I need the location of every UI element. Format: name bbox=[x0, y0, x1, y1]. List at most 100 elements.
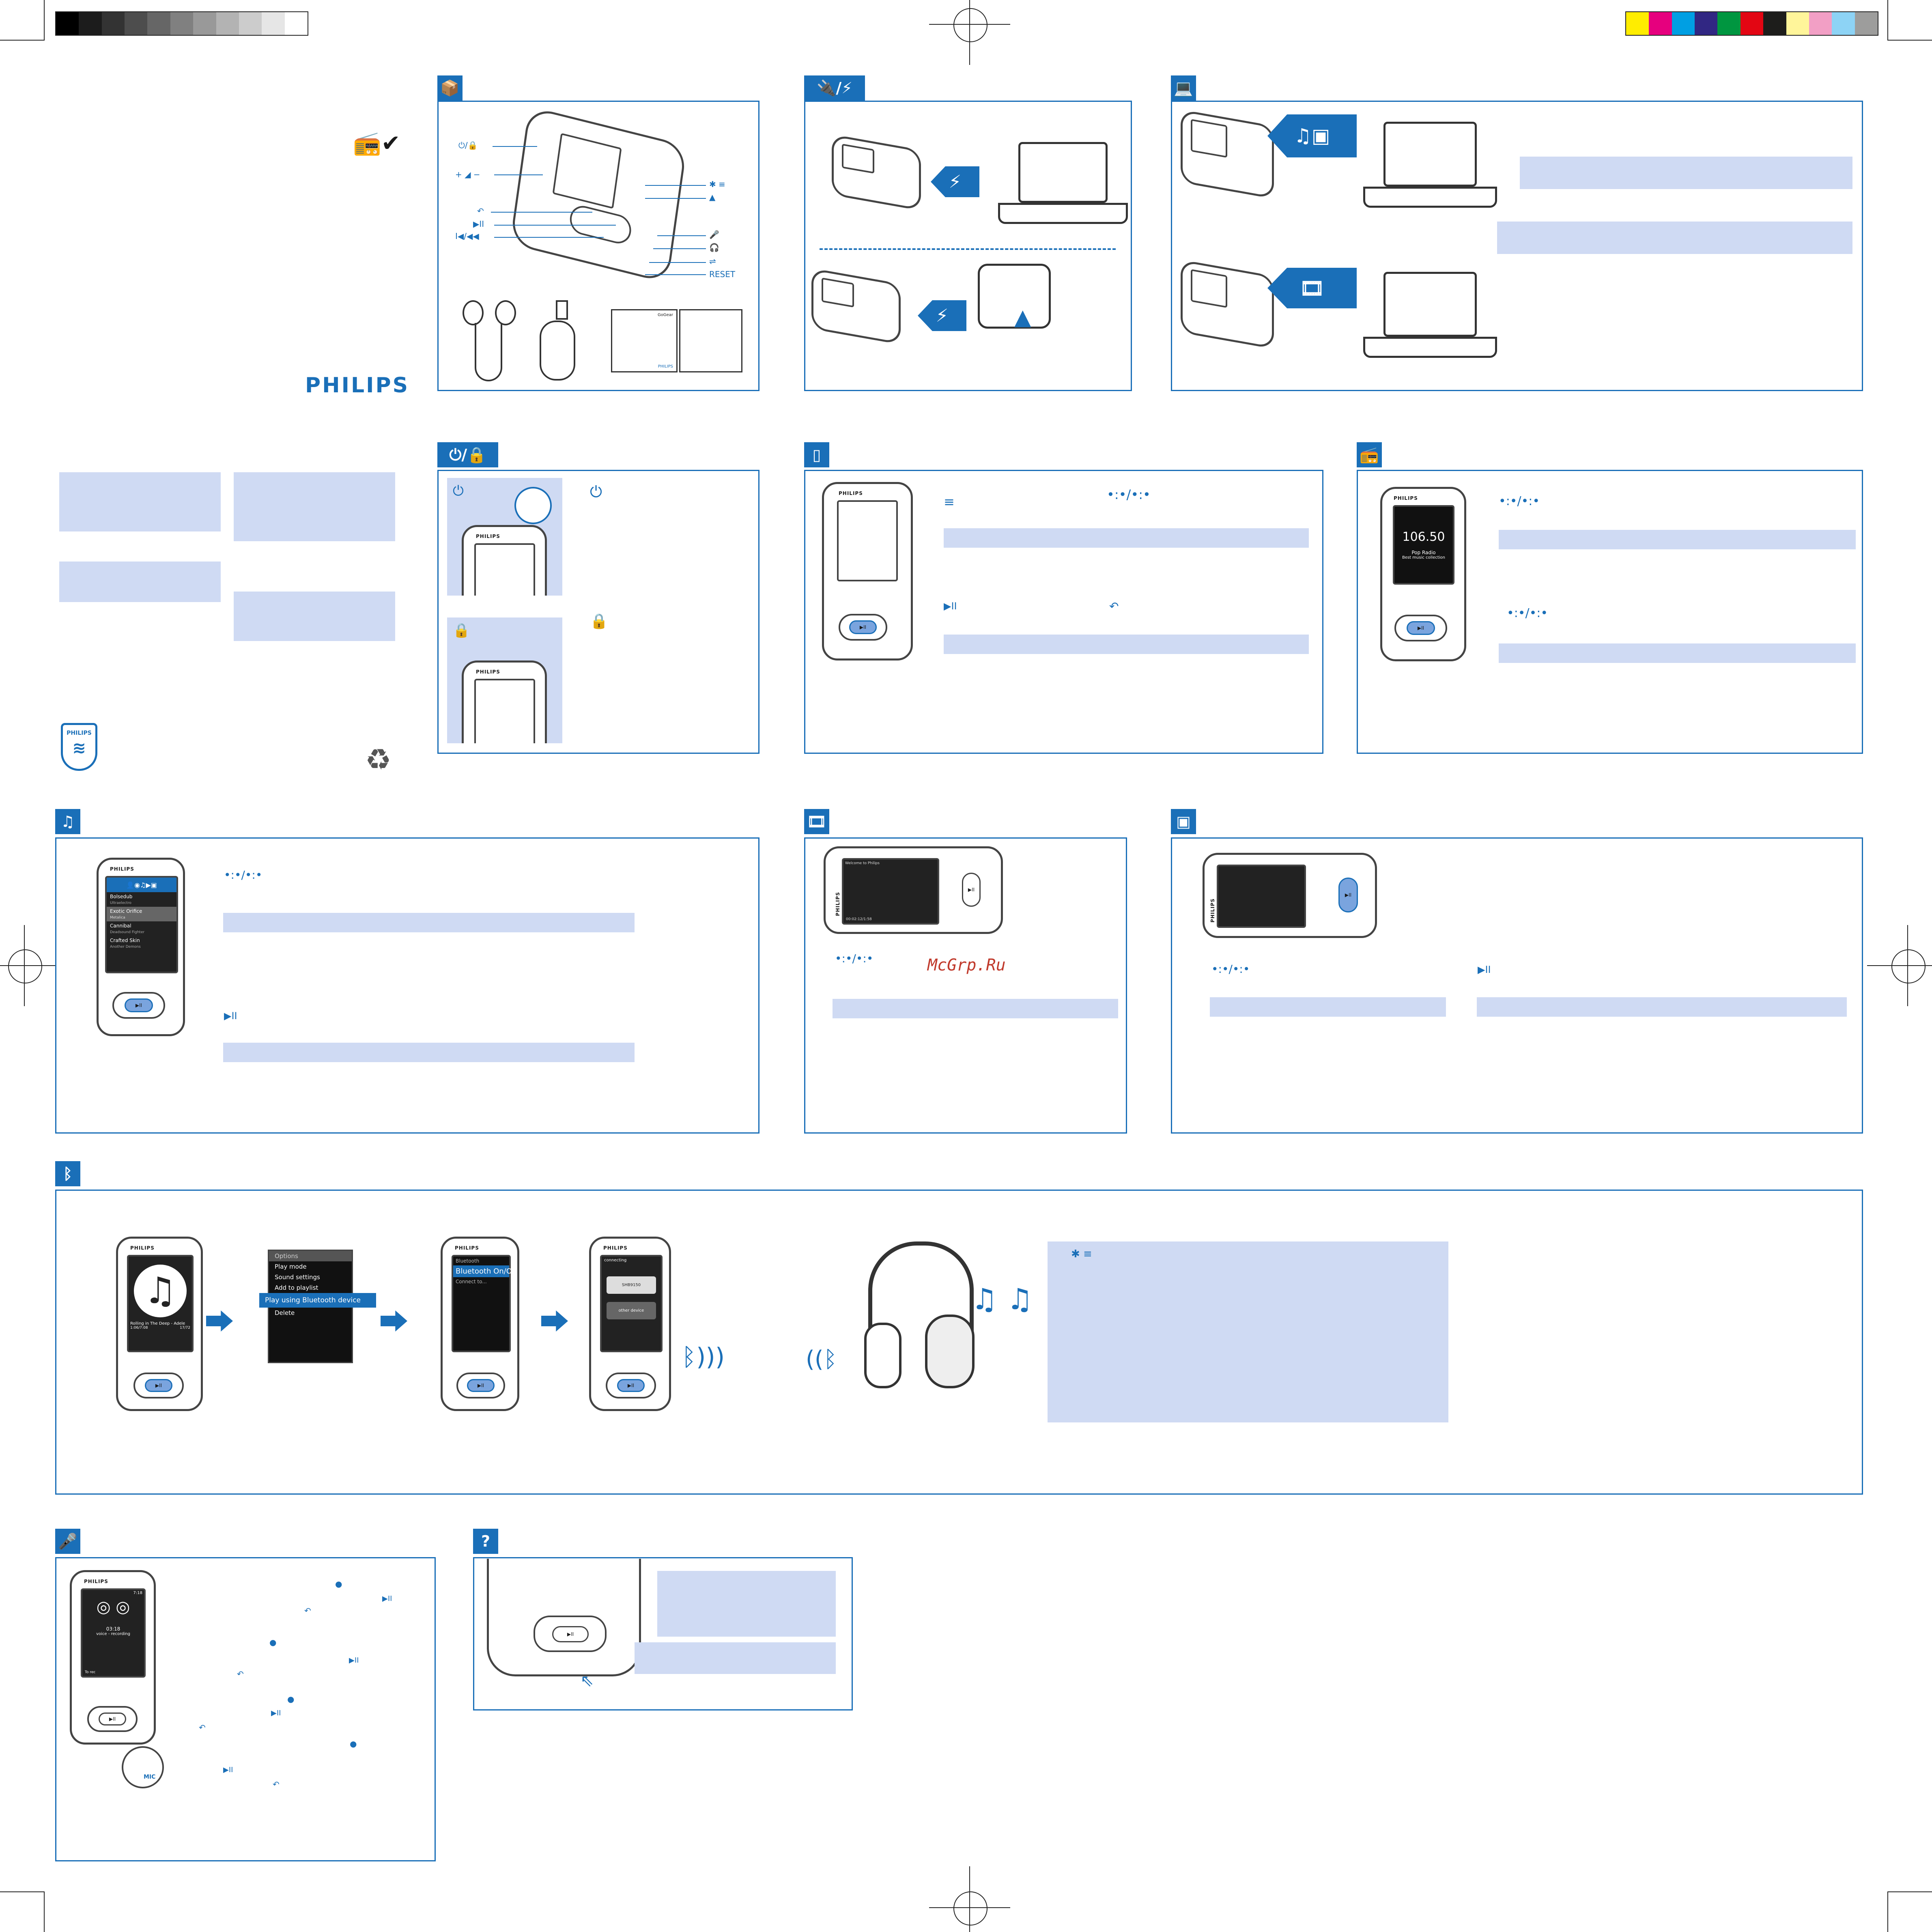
registration-mark-right bbox=[1891, 949, 1926, 983]
options-menu-screen: Options Play mode Sound settings Add to … bbox=[259, 1250, 376, 1363]
recording-player: PHILIPS 7:18 ◎ ◎ 03:18 voice - recording… bbox=[70, 1570, 156, 1745]
radio-desc: Best music collection bbox=[1402, 555, 1446, 560]
device-tab-icon: ▯ bbox=[804, 442, 829, 467]
rec-label: voice - recording bbox=[96, 1632, 130, 1636]
lock-illustration: 🔒 PHILIPS bbox=[447, 617, 562, 743]
crop-mark bbox=[0, 40, 45, 41]
cover-bar-3 bbox=[59, 562, 221, 602]
usb-cable-icon bbox=[536, 300, 584, 381]
radio-bar-1 bbox=[1499, 530, 1856, 549]
pin-icon: ⇖ bbox=[580, 1672, 594, 1690]
rec-play-4: ▶II bbox=[223, 1766, 233, 1774]
prev-label: I◀/◀◀ bbox=[455, 231, 479, 241]
options-item-delete[interactable]: Delete bbox=[275, 1309, 295, 1317]
pictures-arrows-icon: •:•/•:• bbox=[1211, 962, 1250, 976]
reg-line bbox=[0, 965, 65, 966]
volume-label: + ◢ − bbox=[455, 170, 480, 179]
help-tab-icon: ? bbox=[473, 1529, 498, 1554]
music-playpause-icon: ▶II bbox=[224, 1010, 237, 1022]
leader-line bbox=[494, 237, 604, 238]
leader-line bbox=[494, 225, 616, 226]
registration-mark-top bbox=[953, 8, 988, 42]
qsg-brand: PHILIPS bbox=[658, 364, 673, 369]
nav-player-brand: PHILIPS bbox=[839, 491, 863, 496]
options-item-playlist[interactable]: Add to playlist bbox=[275, 1284, 318, 1291]
pictures-tab-icon: ▣ bbox=[1171, 809, 1196, 834]
cover-bar-2 bbox=[234, 472, 395, 541]
rec-icon-4: ● bbox=[350, 1739, 357, 1749]
nav-bar-2 bbox=[944, 635, 1309, 654]
video-player: Welcome to Philips 00:02:12/1:58 PHILIPS… bbox=[824, 846, 1003, 934]
laptop-base-3 bbox=[1363, 337, 1497, 358]
leader-line bbox=[491, 212, 592, 213]
qsg-label: GoGear bbox=[657, 313, 673, 317]
leader-line bbox=[649, 262, 706, 263]
color-bar bbox=[1625, 11, 1878, 36]
up-label: ▲ bbox=[709, 192, 716, 202]
headphone-label: 🎧 bbox=[709, 243, 719, 252]
music-arrows-icon: •:•/•:• bbox=[224, 868, 262, 882]
radio-arrows-icon-2: •:•/•:• bbox=[1507, 606, 1548, 620]
box-tab-icon: 📦 bbox=[437, 75, 463, 101]
timer-icon bbox=[514, 487, 552, 524]
safety-leaflet bbox=[679, 309, 742, 372]
crop-mark bbox=[1887, 40, 1932, 41]
pictures-playpause-icon: ▶II bbox=[1478, 964, 1491, 975]
video-time: 00:02:12/1:58 bbox=[846, 917, 872, 921]
bt-onoff-item[interactable]: Bluetooth On/Off bbox=[453, 1265, 517, 1277]
options-item-sound[interactable]: Sound settings bbox=[275, 1274, 320, 1281]
crop-mark bbox=[1887, 1891, 1888, 1932]
laptop-icon-3 bbox=[1383, 272, 1477, 337]
now-playing-song: Rolling in The Deep - Adele bbox=[130, 1321, 185, 1326]
cover-bar-4 bbox=[234, 592, 395, 641]
bt-connect-title: connecting bbox=[604, 1258, 627, 1263]
bluetooth-tab-icon: ᛒ bbox=[55, 1161, 80, 1186]
rec-play-2: ▶II bbox=[349, 1656, 359, 1665]
bt-step1-player: PHILIPS ♫ Rolling in The Deep - Adele 1:… bbox=[116, 1237, 203, 1411]
music-notes-icon: ♫ ♫ bbox=[971, 1282, 1033, 1316]
pictures-bar-1 bbox=[1210, 997, 1446, 1017]
radio-player: PHILIPS 106.50 Pop Radio Best music coll… bbox=[1380, 487, 1466, 661]
help-bar-2 bbox=[635, 1642, 836, 1674]
options-item-bluetooth[interactable]: Play using Bluetooth device bbox=[259, 1293, 376, 1308]
music-bar-2 bbox=[223, 1043, 635, 1062]
rec-play-1: ▶II bbox=[382, 1594, 392, 1603]
leader-line bbox=[494, 174, 543, 175]
dashed-divider bbox=[820, 248, 1116, 250]
reset-illustration: ▶II bbox=[487, 1559, 641, 1676]
rec-icon-1: ● bbox=[335, 1579, 342, 1589]
bt-device-2[interactable]: other device bbox=[607, 1302, 656, 1319]
leader-line bbox=[653, 248, 706, 249]
options-item-playmode[interactable]: Play mode bbox=[275, 1263, 307, 1270]
leader-line bbox=[493, 146, 537, 147]
lock-text-icon: 🔒 bbox=[590, 613, 608, 630]
warning-icon: ▲ bbox=[1014, 304, 1031, 330]
bt-connect-item[interactable]: Connect to... bbox=[456, 1279, 487, 1284]
bluetooth-info-bar bbox=[1048, 1241, 1448, 1422]
power-text-icon: ⏻ bbox=[590, 483, 602, 501]
cover-bar-1 bbox=[59, 472, 221, 531]
bt-menu-label: ✱ ≡ bbox=[709, 179, 725, 189]
shield-brand: PHILIPS bbox=[67, 730, 92, 736]
power-illustration: ⏻ PHILIPS bbox=[447, 478, 562, 596]
leader-line bbox=[657, 235, 706, 236]
rec-icon-3: ● bbox=[287, 1694, 295, 1704]
bt-device-1[interactable]: SHB9150 bbox=[607, 1276, 656, 1294]
pictures-bar-2 bbox=[1477, 997, 1847, 1017]
rec-foot: To rec bbox=[85, 1670, 96, 1674]
transfer-bar-1 bbox=[1520, 157, 1852, 189]
radio-frequency: 106.50 bbox=[1402, 530, 1445, 544]
laptop-icon-2 bbox=[1383, 122, 1477, 187]
charge-tab-icon: 🔌/⚡ bbox=[804, 75, 865, 101]
reg-line bbox=[1907, 925, 1908, 1006]
nav-playpause-icon: ▶II bbox=[944, 600, 957, 612]
leader-line bbox=[645, 185, 706, 186]
nav-back-icon: ↶ bbox=[1109, 600, 1119, 613]
bt-step3-player: PHILIPS Bluetooth Bluetooth On/Off Conne… bbox=[441, 1237, 519, 1411]
rec-top: 7:18 bbox=[133, 1591, 142, 1595]
